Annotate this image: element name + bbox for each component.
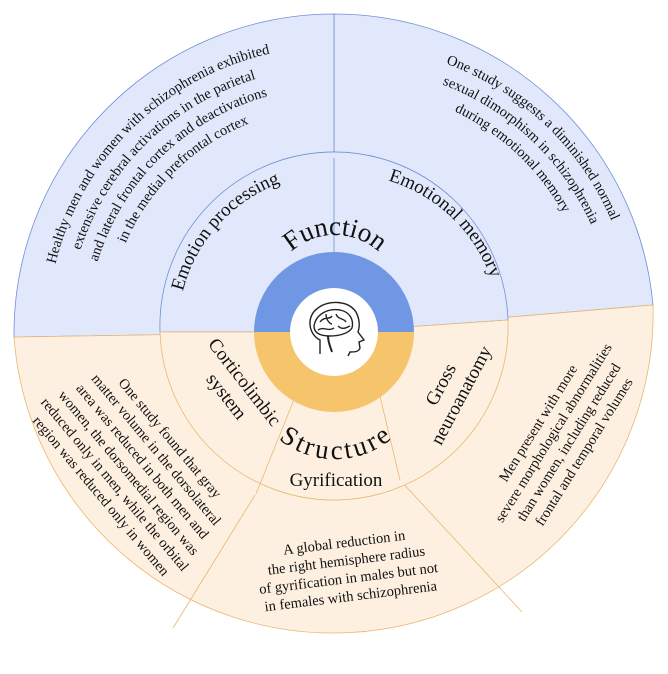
divider-structure-middle-right (377, 387, 401, 481)
divider-structure-left (172, 494, 256, 629)
core-inner-white (290, 288, 378, 376)
divider-structure-right (399, 479, 523, 613)
gyrification-label: Gyrification (290, 470, 383, 491)
divider-structure-middle-left (255, 391, 298, 495)
core-circle (254, 252, 414, 412)
head-brain-icon (309, 301, 366, 357)
